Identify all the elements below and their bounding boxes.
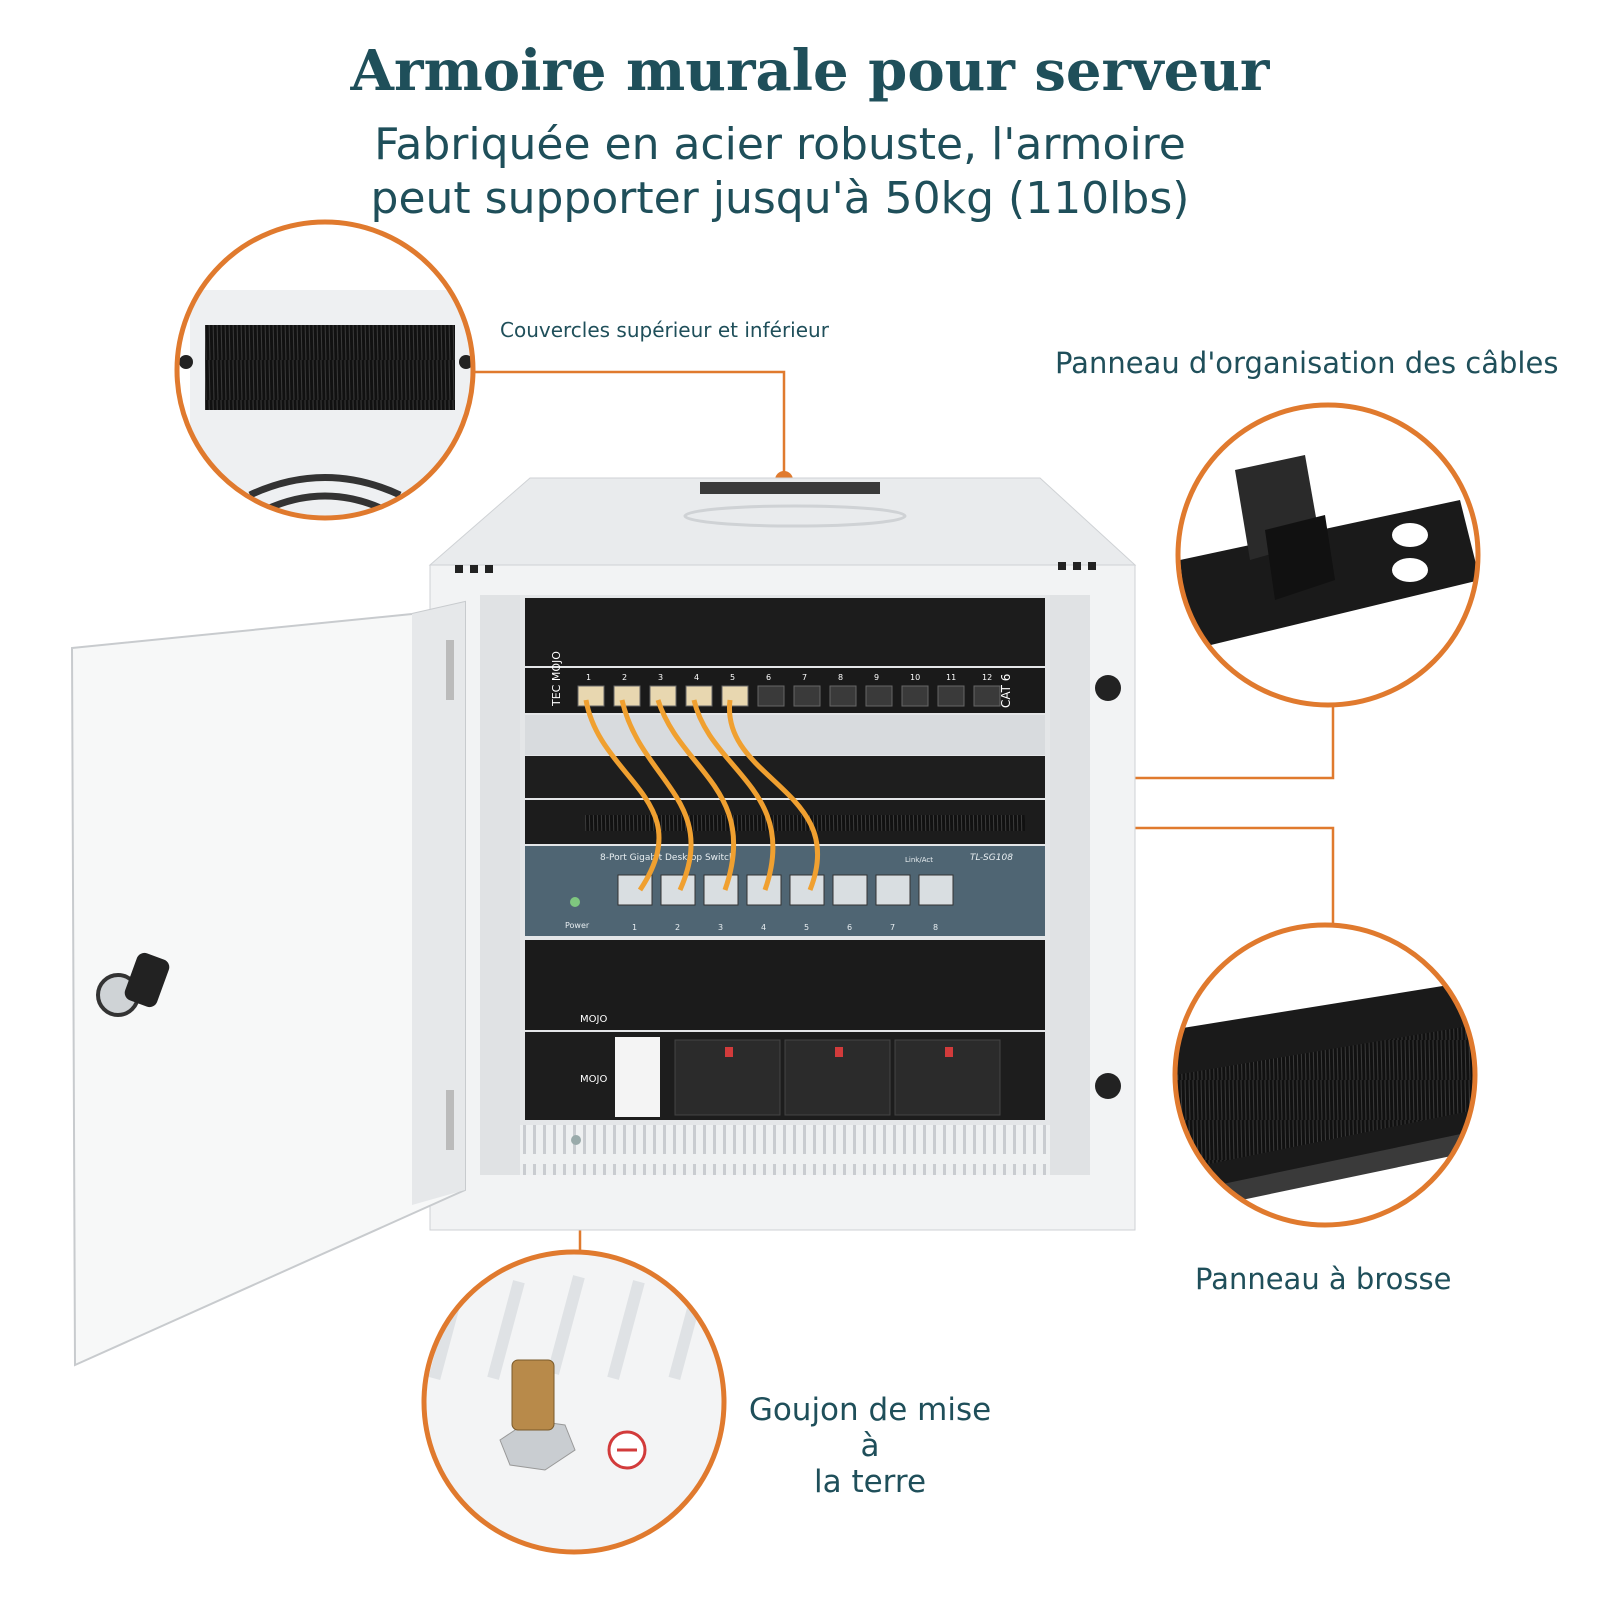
- switch-port-number: 8: [933, 923, 938, 932]
- switch-port: [832, 874, 868, 906]
- patch-panel-brand: TEC MOJO: [550, 651, 563, 707]
- cable-panel-detail: [1175, 402, 1481, 708]
- switch-port: [918, 874, 954, 906]
- switch-port: [875, 874, 911, 906]
- patch-panel-category: CAT 6: [999, 674, 1013, 708]
- patch-port-number: 7: [802, 673, 807, 682]
- patch-port-number: 2: [622, 673, 627, 682]
- brush-panel-detail: [1172, 922, 1478, 1228]
- patch-port-number: 11: [946, 673, 956, 682]
- patch-port-number: 9: [874, 673, 879, 682]
- patch-port-number: 3: [658, 673, 663, 682]
- switch-port-number: 3: [718, 923, 723, 932]
- patch-port: [865, 685, 893, 707]
- page-subtitle: Fabriquée en acier robuste, l'armoire pe…: [330, 118, 1230, 226]
- patch-cables: [583, 699, 820, 892]
- callout-cable-panel: Panneau d'organisation des câbles: [1055, 346, 1559, 380]
- patch-port: [685, 685, 713, 707]
- patch-port-number: 1: [586, 673, 591, 682]
- patch-port: [649, 685, 677, 707]
- patch-port-number: 4: [694, 673, 699, 682]
- switch-port-number: 7: [890, 923, 895, 932]
- patch-port: [937, 685, 965, 707]
- patch-port: [757, 685, 785, 707]
- switch-port: [660, 874, 696, 906]
- switch-link-label: Link/Act: [905, 856, 933, 864]
- patch-port: [973, 685, 1001, 707]
- switch-port-number: 6: [847, 923, 852, 932]
- patch-port-number: 8: [838, 673, 843, 682]
- switch-port: [789, 874, 825, 906]
- network-switch: [525, 846, 1045, 936]
- rack-shelf: [525, 940, 1045, 1030]
- power-led: [570, 897, 580, 907]
- ground-stud-detail: [421, 1249, 727, 1555]
- switch-port: [703, 874, 739, 906]
- callout-top-cover: Couvercles supérieur et inférieur: [500, 318, 829, 342]
- patch-port-number: 12: [982, 673, 992, 682]
- switch-port-number: 2: [675, 923, 680, 932]
- patch-port: [829, 685, 857, 707]
- patch-port-number: 10: [910, 673, 920, 682]
- callout-brush-panel: Panneau à brosse: [1195, 1262, 1452, 1296]
- top-cover-detail: [174, 219, 476, 521]
- patch-port: [901, 685, 929, 707]
- blank-panel: [525, 598, 1045, 666]
- callout-ground-stud-line-2: la terre: [813, 1464, 927, 1500]
- patch-port: [577, 685, 605, 707]
- shelf-brand: MOJO: [580, 1014, 607, 1025]
- cabinet-door: [70, 600, 466, 1367]
- callout-ground-stud: Goujon de mise à la terre: [735, 1392, 1005, 1500]
- patch-port: [793, 685, 821, 707]
- patch-port-number: 5: [730, 673, 735, 682]
- switch-port-number: 5: [804, 923, 809, 932]
- switch-port-number: 1: [632, 923, 637, 932]
- page-title: Armoire murale pour serveur: [350, 38, 1270, 104]
- switch-power-label: Power: [565, 921, 590, 930]
- switch-port: [746, 874, 782, 906]
- patch-port: [721, 685, 749, 707]
- switch-title: 8-Port Gigabit Desktop Switch: [600, 853, 735, 863]
- switch-port-number: 4: [761, 923, 766, 932]
- switch-model: TL-SG108: [970, 853, 1013, 863]
- subtitle-line-2: peut supporter jusqu'à 50kg (110lbs): [370, 173, 1190, 224]
- patch-port-number: 6: [766, 673, 771, 682]
- patch-port: [613, 685, 641, 707]
- callout-ground-stud-line-1: Goujon de mise à: [748, 1392, 992, 1464]
- switch-ports: 1 2 3 4 5 6 7 8: [617, 874, 954, 932]
- pdu-brand: MOJO: [580, 1074, 607, 1085]
- subtitle-line-1: Fabriquée en acier robuste, l'armoire: [374, 119, 1186, 170]
